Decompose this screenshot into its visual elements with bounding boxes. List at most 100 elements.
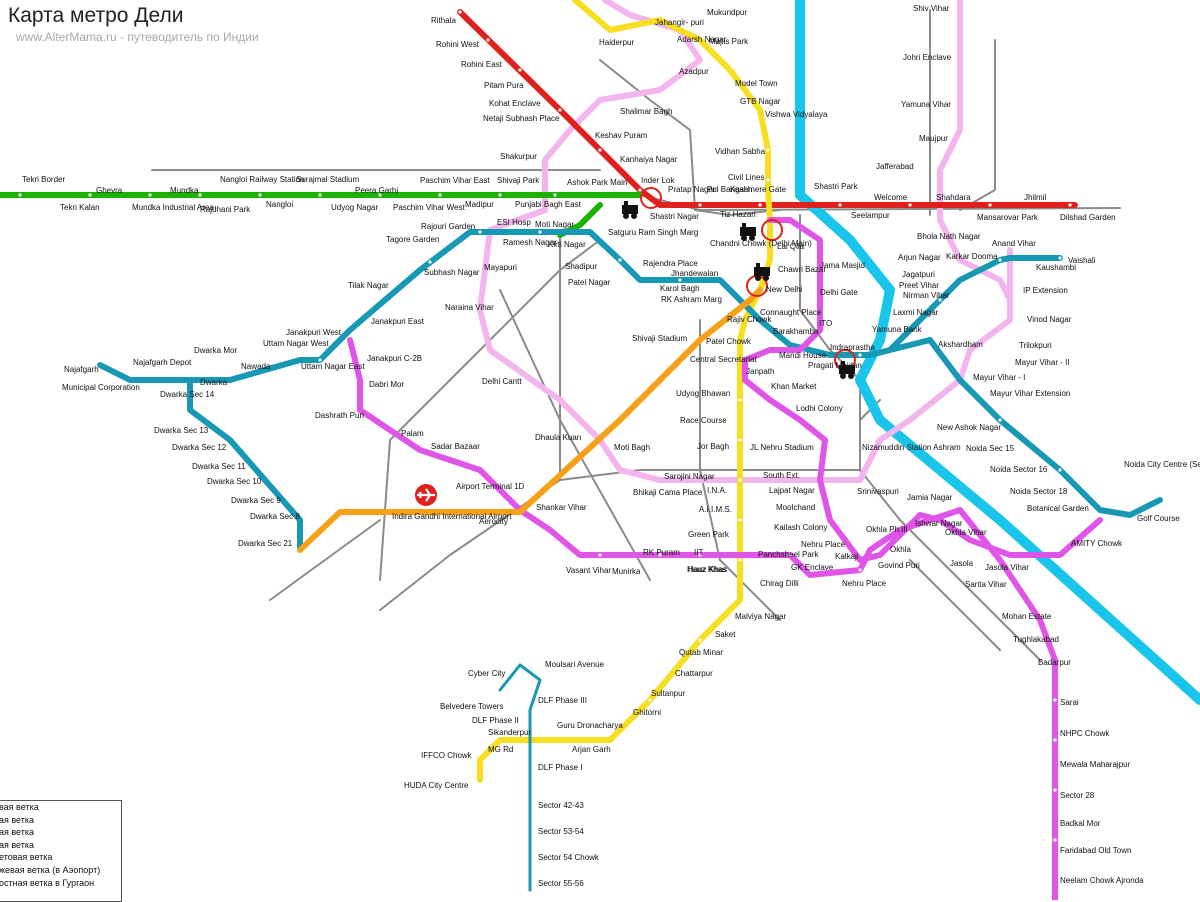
station-label: Rajendra Place [643, 259, 698, 268]
station-label: Connaught Place [760, 308, 822, 317]
yamuna-river [795, 0, 1200, 705]
station-label: Vinod Nagar [1027, 315, 1072, 324]
legend-item-yellow: ая ветка [0, 814, 35, 825]
rapid-metro-line [498, 663, 542, 892]
station-label: Delhi Cantt [482, 377, 522, 386]
train-icon [754, 263, 770, 281]
rail-line [959, 39, 996, 211]
station-dot [738, 438, 742, 442]
station-dot [738, 558, 742, 562]
station-label: Okhla Vihar [945, 528, 987, 537]
station-label: Lodhi Colony [796, 404, 843, 413]
station-label: Pitam Pura [484, 81, 524, 90]
station-label: Sarita Vihar [965, 580, 1007, 589]
station-label: Paschim Vihar East [420, 176, 490, 185]
station-label: Shivaji Park [497, 176, 540, 185]
rail-line [699, 319, 781, 621]
station-label: Shalimar Bagh [620, 107, 672, 116]
station-label: Janpath [746, 367, 774, 376]
station-label: A.I.I.M.S. [699, 505, 732, 514]
station-label: Central Secretariat [690, 355, 757, 364]
station-label: Jagatpuri [902, 270, 935, 279]
station-label: Botanical Garden [1027, 504, 1089, 513]
station-label: Noida City Centre (Sector 32) [1124, 460, 1200, 469]
station-label: Tiz Hazari [720, 210, 756, 219]
station-label: Airport Terminal 1D [456, 482, 525, 491]
station-dot [618, 258, 622, 262]
station-label: AMITY Chowk [1071, 539, 1123, 548]
station-label: Race Course [680, 416, 727, 425]
station-label: Yamuna Bank [872, 325, 923, 334]
station-label: Dilshad Garden [1060, 213, 1116, 222]
orange-airport-line [297, 287, 763, 553]
station-dot [378, 294, 382, 298]
station-label: Vasant Vihar [566, 566, 611, 575]
station-label: Shakurpur [500, 152, 537, 161]
station-label: Kailash Colony [774, 523, 827, 532]
station-label: Shankar Vihar [536, 503, 587, 512]
station-label: Patel Chowk [706, 337, 752, 346]
station-label: Jor Bagh [697, 442, 729, 451]
station-label: Okhla [890, 545, 911, 554]
station-label: Johri Enclave [903, 53, 952, 62]
station-label: Sikanderpur [488, 728, 531, 737]
station-dot [88, 193, 92, 197]
station-label: Seelampur [851, 211, 890, 220]
station-label: Nangloi [266, 200, 293, 209]
station-label: Tughlakabad [1013, 635, 1059, 644]
station-label: Saket [715, 630, 736, 639]
station-label: Lajpat Nagar [769, 486, 815, 495]
station-label: Satguru Ram Singh Marg [608, 228, 698, 237]
station-label: Rajiv Chowk [727, 315, 772, 324]
station-label: New Ashok Nagar [937, 423, 1001, 432]
station-label: Golf Course [1137, 514, 1180, 523]
station-label: GK Enclave [791, 563, 834, 572]
station-label: Hauz Khas [688, 565, 727, 574]
station-label: Sector 28 [1060, 791, 1095, 800]
station-label: Moulsari Avenue [545, 660, 605, 669]
station-label: Janakpuri East [371, 317, 425, 326]
station-label: Ramesh Nagar [503, 238, 557, 247]
station-label: Subhash Nagar [424, 268, 480, 277]
station-label: Green Park [688, 530, 730, 539]
station-dot [1053, 838, 1057, 842]
station-label: ITO [819, 319, 832, 328]
station-dot [498, 193, 502, 197]
station-label: Nehru Place [842, 579, 887, 588]
station-dot [998, 258, 1002, 262]
station-label: Tekri Kalan [60, 203, 100, 212]
station-label: IFFCO Chowk [421, 751, 473, 760]
station-label: Kalkaji [835, 552, 859, 561]
station-label: Dabri Mor [369, 380, 404, 389]
station-label: RK Puram [643, 548, 680, 557]
station-label: Shahdara [936, 193, 971, 202]
station-dot [486, 38, 490, 42]
station-label: Bhikaji Cama Place [633, 488, 703, 497]
station-label: Vidhan Sabha [715, 147, 766, 156]
station-label: Tagore Garden [386, 235, 439, 244]
station-dot [758, 203, 762, 207]
station-label: Welcome [874, 193, 908, 202]
station-dot [766, 148, 770, 152]
station-label: Mohan Estate [1002, 612, 1052, 621]
station-label: Karol Bagh [660, 284, 700, 293]
station-dot [908, 203, 912, 207]
station-label: Rajdhani Park [200, 205, 251, 214]
station-label: Nehru Place [801, 540, 846, 549]
station-label: Bhola Nath Nagar [917, 232, 981, 241]
legend-item-blue: ая ветка [0, 827, 35, 838]
station-dot [258, 193, 262, 197]
station-label: Dwarka Sec 9 [231, 496, 281, 505]
station-label: Karkar Dooma [946, 252, 998, 261]
pink-line-south [857, 437, 883, 483]
station-label: Uttam Nagar West [263, 339, 329, 348]
station-label: Jahangir- puri [655, 18, 704, 27]
station-label: Neelam Chowk Ajronda [1060, 876, 1144, 885]
station-label: Nizamuddin Station Ashram [862, 443, 961, 452]
station-label: Paschim Vihar West [393, 203, 466, 212]
station-label: Moolchand [776, 503, 815, 512]
pink-line-north [937, 0, 1013, 303]
station-label: Badkal Mor [1060, 819, 1101, 828]
station-label: Uttam Nagar East [301, 362, 365, 371]
